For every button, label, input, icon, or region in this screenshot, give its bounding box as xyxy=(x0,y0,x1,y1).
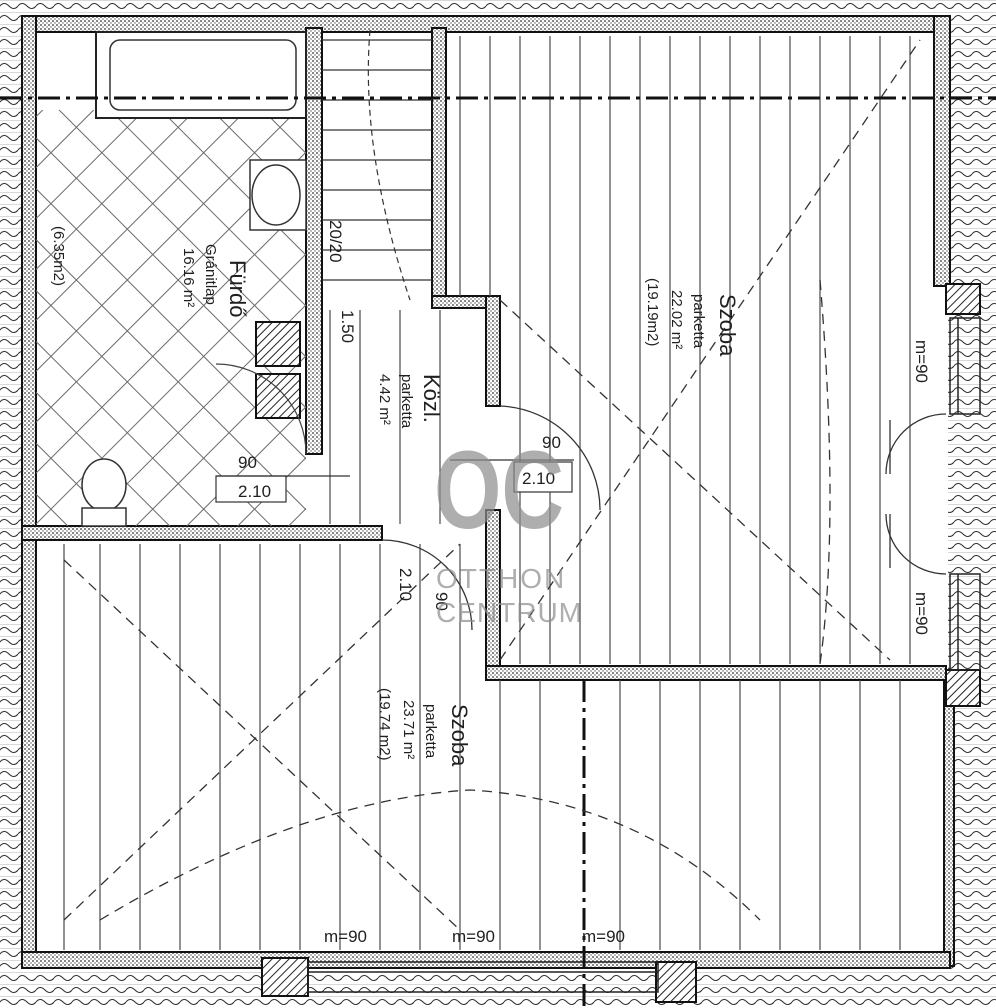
bathroom xyxy=(36,31,307,527)
bath-label-group: Fürdő Gránitlap 16.16 m² (6.35m2) xyxy=(50,226,250,317)
stair-dim: 1.50 xyxy=(338,310,357,343)
room-upper-area-alt: (19.19m2) xyxy=(644,278,661,346)
room-upper-floor: parketta xyxy=(690,294,707,349)
bath-floor: Gránitlap xyxy=(202,244,219,305)
room-upper-area: 22.02 m² xyxy=(668,290,685,349)
room-upper-door-width: 90 xyxy=(542,433,561,452)
room-upper-name: Szoba xyxy=(715,294,740,357)
bath-area-alt: (6.35m2) xyxy=(50,226,67,286)
bath-name: Fürdő xyxy=(225,260,250,317)
bath-area: 16.16 m² xyxy=(180,248,197,307)
room-upper-door-dims: 90 2.10 xyxy=(450,433,574,493)
room-lower-area-alt: (19.74 m2) xyxy=(376,688,393,761)
bath-door-height: 2.10 xyxy=(238,482,271,501)
ceiling-diagonals xyxy=(63,39,921,931)
room-lower-door-height-group: 2.10 xyxy=(396,568,415,601)
room-lower-area: 23.71 m² xyxy=(400,700,417,759)
parquet-upper xyxy=(459,36,911,664)
hall-floor: parketta xyxy=(398,374,415,429)
beam-lines xyxy=(0,96,996,1008)
window-label-4: m=90 xyxy=(452,927,495,946)
window-label-2: m=90 xyxy=(912,592,931,635)
hall-area: 4.42 m² xyxy=(376,374,393,425)
room-upper-label-group: Szoba parketta 22.02 m² (19.19m2) xyxy=(644,278,740,357)
watermark-line2: CENTRUM xyxy=(436,597,583,628)
room-lower-label-group: Szoba parketta 23.71 m² (19.74 m2) xyxy=(376,688,472,767)
bath-door-dims: 90 2.10 xyxy=(215,453,350,503)
watermark: OC OTTHON CENTRUM xyxy=(434,429,583,628)
window-label-1: m=90 xyxy=(912,340,931,383)
room-lower-door-height: 2.10 xyxy=(396,568,415,601)
parquet-lower xyxy=(63,544,901,950)
hall-name: Közl. xyxy=(419,374,444,423)
stair-label: 20/20 xyxy=(326,220,345,263)
room-lower-door-width: 90 xyxy=(432,592,451,611)
windows xyxy=(307,317,981,993)
staircase xyxy=(322,29,432,301)
room-lower-name: Szoba xyxy=(447,704,472,767)
stair-dim-group: 1.50 xyxy=(338,310,357,343)
window-label-2-group: m=90 xyxy=(912,592,931,635)
walls xyxy=(21,15,981,1003)
stair-label-group: 20/20 xyxy=(326,220,345,263)
watermark-logo: OC xyxy=(434,429,564,552)
watermark-line1: OTTHON xyxy=(436,563,566,594)
parquet-hall xyxy=(329,310,441,524)
bath-door-width: 90 xyxy=(238,453,257,472)
window-label-3: m=90 xyxy=(324,927,367,946)
door-swings xyxy=(381,405,947,631)
hall-label-group: Közl. parketta 4.42 m² xyxy=(376,374,444,429)
room-lower-door-width-group: 90 xyxy=(432,592,451,611)
window-label-1-group: m=90 xyxy=(912,340,931,383)
window-label-5: m=90 xyxy=(582,927,625,946)
room-upper-door-height: 2.10 xyxy=(522,469,555,488)
room-lower-floor: parketta xyxy=(422,704,439,759)
